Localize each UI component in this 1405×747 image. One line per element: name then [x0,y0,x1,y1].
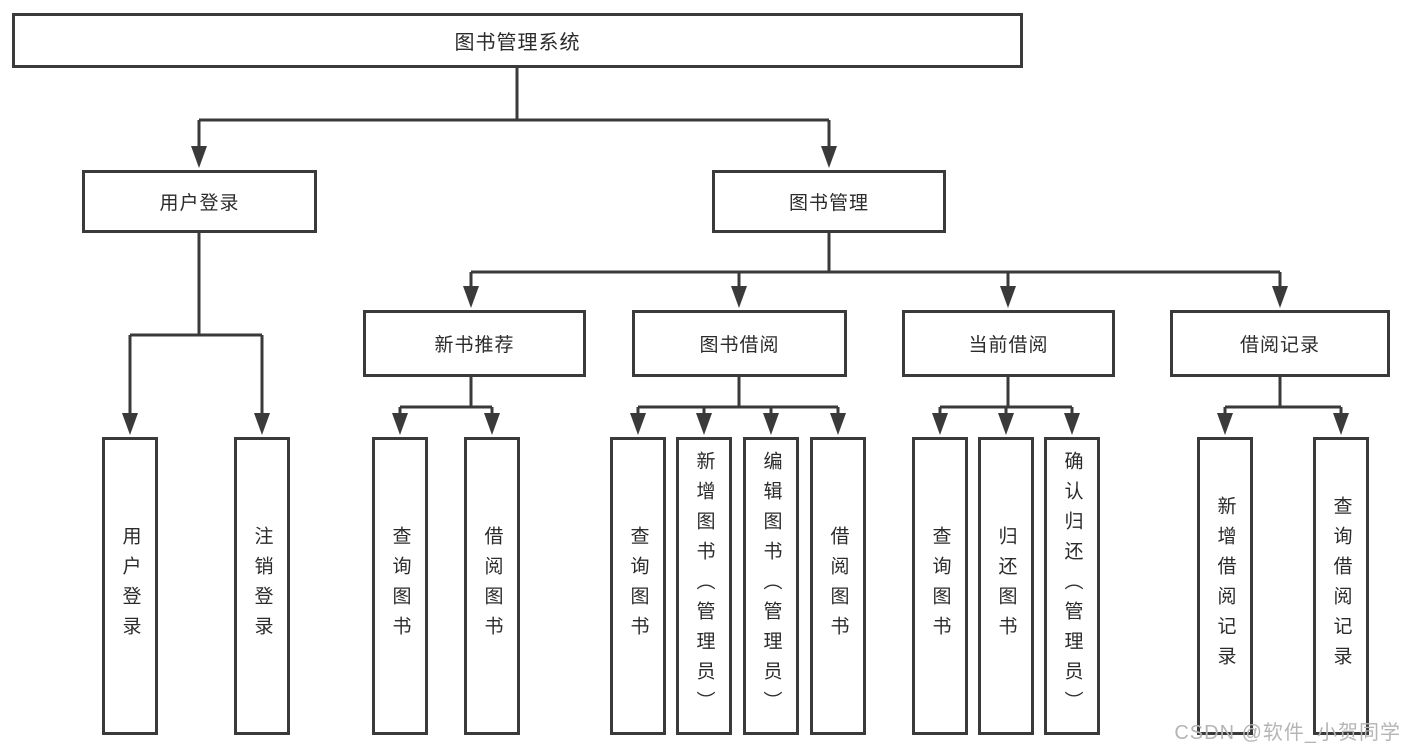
leaf-logout-label: 注销登录 [251,526,273,646]
node-book-management-label: 图书管理 [788,193,869,214]
leaf-query-books-borrowing-label: 查询图书 [627,526,649,646]
node-book-management: 图书管理 [712,170,946,233]
leaf-logout: 注销登录 [234,437,290,735]
leaf-add-borrow-record-label: 新增借阅记录 [1214,496,1236,676]
node-borrowing-records-label: 借阅记录 [1239,335,1320,356]
leaf-query-books-current-label: 查询图书 [929,526,951,646]
leaf-query-books-borrowing: 查询图书 [610,437,666,735]
leaf-query-books-recommend: 查询图书 [372,437,428,735]
leaf-add-book-admin: 新增图书（管理员） [676,437,732,735]
node-book-borrowing-label: 图书借阅 [699,335,780,356]
leaf-edit-book-admin: 编辑图书（管理员） [743,437,799,735]
csdn-watermark: CSDN @软件_小贺同学 [1174,722,1401,744]
leaf-user-login-label: 用户登录 [119,526,141,646]
leaf-user-login: 用户登录 [102,437,158,735]
leaf-return-book: 归还图书 [978,437,1034,735]
node-current-borrowing-label: 当前借阅 [968,335,1049,356]
leaf-add-borrow-record: 新增借阅记录 [1197,437,1253,735]
leaf-borrow-books-recommend-label: 借阅图书 [481,526,503,646]
node-library-management-system-label: 图书管理系统 [454,32,581,54]
node-book-borrowing: 图书借阅 [632,310,847,377]
node-new-book-recommend: 新书推荐 [363,310,586,377]
leaf-query-borrow-record: 查询借阅记录 [1313,437,1369,735]
leaf-confirm-return-admin: 确认归还（管理员） [1044,437,1100,735]
node-user-login: 用户登录 [82,170,317,233]
leaf-borrow-books: 借阅图书 [810,437,866,735]
node-user-login-label: 用户登录 [159,193,240,214]
leaf-borrow-books-label: 借阅图书 [827,526,849,646]
leaf-add-book-admin-label: 新增图书（管理员） [693,451,715,721]
node-library-management-system: 图书管理系统 [12,13,1023,68]
leaf-query-books-current: 查询图书 [912,437,968,735]
node-current-borrowing: 当前借阅 [902,310,1115,377]
leaf-query-borrow-record-label: 查询借阅记录 [1330,496,1352,676]
node-borrowing-records: 借阅记录 [1170,310,1390,377]
leaf-confirm-return-admin-label: 确认归还（管理员） [1061,451,1083,721]
node-new-book-recommend-label: 新书推荐 [434,335,515,356]
leaf-return-book-label: 归还图书 [995,526,1017,646]
leaf-edit-book-admin-label: 编辑图书（管理员） [760,451,782,721]
leaf-borrow-books-recommend: 借阅图书 [464,437,520,735]
leaf-query-books-recommend-label: 查询图书 [389,526,411,646]
